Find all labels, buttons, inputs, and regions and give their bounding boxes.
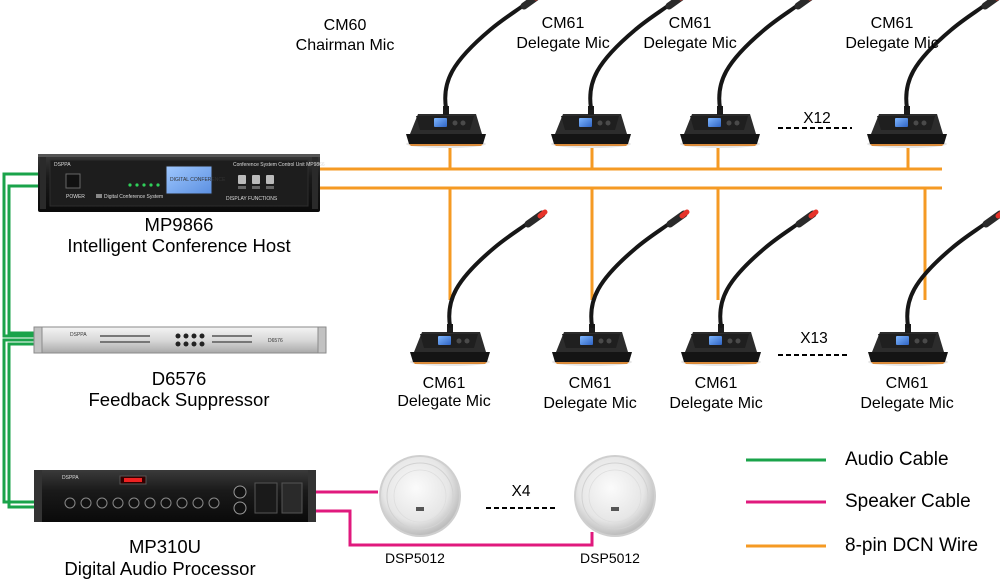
processor-model-label: MP310U [129,536,201,557]
legend-speaker-label: Speaker Cable [845,491,971,512]
top-mic-3-model: CM61 [669,15,712,32]
dcn-wire-network [318,148,942,300]
cable-legend: Audio Cable Speaker Cable 8-pin DCN Wire [746,449,978,556]
bottom-mic-4-role: Delegate Mic [860,395,953,412]
delegate-mic-bottom-1 [410,212,545,366]
audio-cable-network [2,172,40,509]
feedback-suppressor-unit: DSPPA D6576 [33,326,327,354]
suppressor-model-label: D6576 [152,368,207,389]
bottom-mic-4-model: CM61 [886,375,929,392]
host-emblem-text: Digital Conference System [104,194,163,200]
delegate-mic-bottom-3 [681,212,816,366]
top-mic-4-role: Delegate Mic [845,35,938,52]
suppressor-name-label: Feedback Suppressor [89,389,270,410]
speaker-cable-network [314,490,594,547]
suppressor-panel-model: D6576 [268,338,283,344]
host-function-buttons [238,175,274,189]
bottom-mic-2-role: Delegate Mic [543,395,636,412]
speaker-1-model: DSP5012 [385,550,445,566]
delegate-mic-bottom-2 [552,212,687,366]
ceiling-speaker-2 [573,454,657,538]
host-power-label: POWER [66,194,85,200]
bottom-mic-1-role: Delegate Mic [397,393,490,410]
chairman-mic [406,0,541,148]
bottom-mic-3-model: CM61 [695,375,738,392]
suppressor-controls [100,333,252,347]
host-model-label: MP9866 [145,214,214,235]
processor-display-segment [124,478,142,482]
ceiling-speaker-1 [378,454,462,538]
bottom-row-count: X13 [800,330,828,347]
top-mic-1-role: Chairman Mic [296,37,395,54]
host-indicator-leds [128,183,160,187]
suppressor-brand: DSPPA [70,332,87,338]
host-screen-text: DIGITAL CONFERENCE [170,177,226,183]
host-panel-title: Conference System Control Unit MP9866 [233,162,325,168]
processor-name-label: Digital Audio Processor [64,558,255,579]
host-display-screen [165,165,213,195]
delegate-mic-bottom-4 [868,212,1000,366]
top-mic-2-role: Delegate Mic [516,35,609,52]
host-brand: DSPPA [54,162,71,168]
legend-dcn-label: 8-pin DCN Wire [845,535,978,556]
host-name-label: Intelligent Conference Host [67,235,290,256]
top-mic-2-model: CM61 [542,15,585,32]
conference-host-unit: DSPPA POWER Digital Conference System DI… [38,154,325,212]
top-mic-3-role: Delegate Mic [643,35,736,52]
top-mic-4-model: CM61 [871,15,914,32]
bottom-mic-3-role: Delegate Mic [669,395,762,412]
top-mic-1-model: CM60 [324,17,367,34]
processor-knob-row [64,482,303,515]
speaker-2-model: DSP5012 [580,550,640,566]
speaker-count: X4 [512,483,531,500]
bottom-mic-2-model: CM61 [569,375,612,392]
processor-brand: DSPPA [62,475,79,481]
bottom-mic-1-model: CM61 [423,375,466,392]
legend-audio-label: Audio Cable [845,449,949,470]
host-button-caption: DISPLAY FUNCTIONS [226,196,278,202]
audio-processor-unit: DSPPA [34,470,316,522]
top-row-count: X12 [803,110,831,127]
